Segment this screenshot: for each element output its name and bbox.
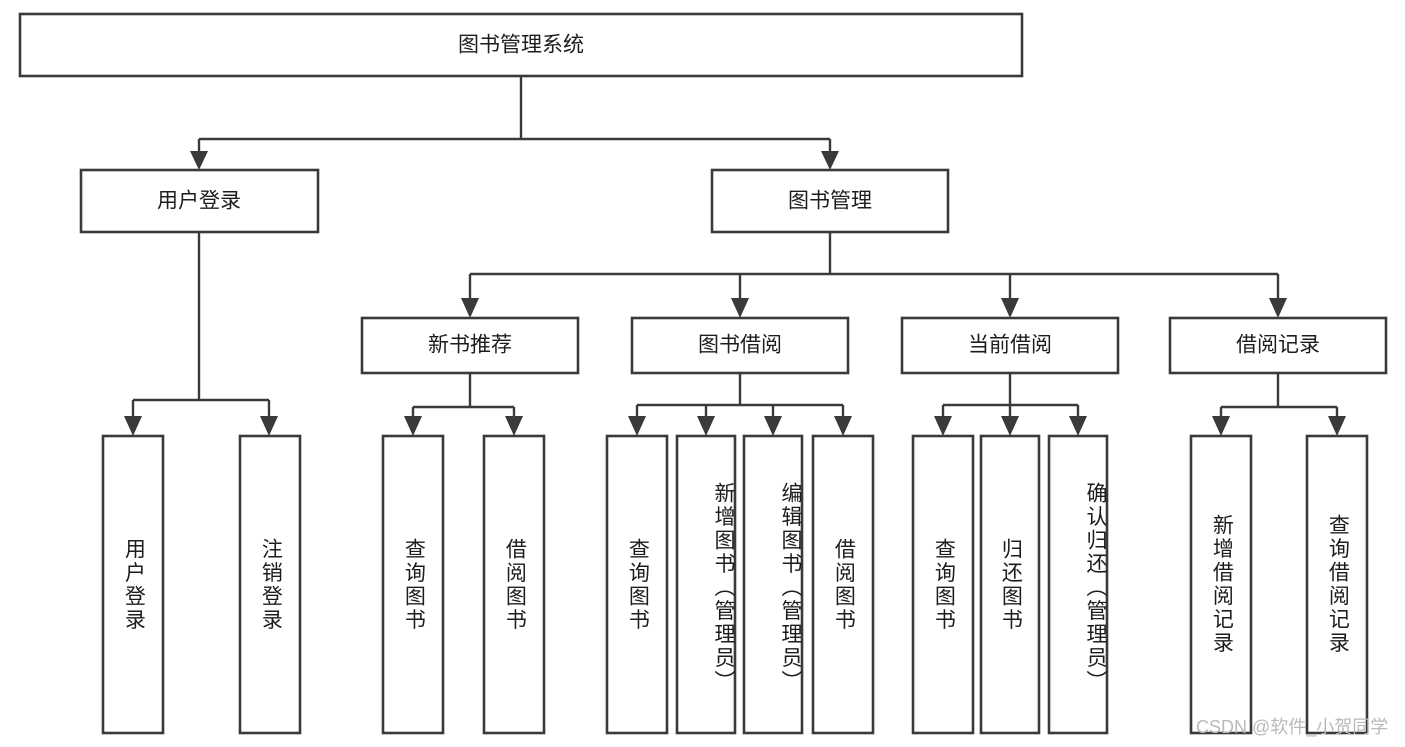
node-book-manage-box[interactable] [710, 168, 950, 234]
arrow-to-leaf-edit-book [764, 416, 782, 436]
arrow-to-leaf-user-login [124, 416, 142, 436]
node-leaf-user-login-box[interactable] [101, 434, 165, 735]
node-leaf-query-record-box[interactable] [1305, 434, 1369, 735]
arrow-to-leaf-borrow-book-1 [505, 416, 523, 436]
edge-group-borrow-record [1212, 373, 1346, 436]
node-leaf-add-record-box[interactable] [1189, 434, 1253, 735]
edge-group-new-book-rec [404, 373, 523, 436]
node-new-book-rec[interactable]: 新书推荐 [360, 316, 580, 375]
node-book-borrow[interactable]: 图书借阅 [630, 316, 850, 375]
arrow-to-book-manage [821, 151, 839, 170]
arrow-to-borrow-record [1269, 298, 1287, 318]
node-leaf-query-book-3-box[interactable] [911, 434, 975, 735]
node-book-borrow-label: 图书借阅 [698, 334, 782, 357]
arrow-to-leaf-confirm-return [1069, 416, 1087, 436]
node-leaf-add-book-box[interactable] [675, 434, 737, 735]
node-current-borrow-box[interactable] [900, 316, 1120, 375]
node-leaf-logout-box[interactable] [238, 434, 302, 735]
node-current-borrow[interactable]: 当前借阅 [900, 316, 1120, 375]
node-current-borrow-label: 当前借阅 [968, 334, 1052, 357]
leaf-boxes [101, 434, 1369, 735]
csdn-watermark: CSDN @软件_小贺同学 [1196, 717, 1389, 737]
node-root-label: 图书管理系统 [458, 34, 584, 57]
arrow-to-leaf-borrow-book-2 [834, 416, 852, 436]
node-borrow-record-box[interactable] [1168, 316, 1388, 375]
node-leaf-borrow-book-1-box[interactable] [482, 434, 546, 735]
edge-group-book-manage [461, 232, 1287, 318]
node-new-book-rec-label: 新书推荐 [428, 334, 512, 357]
node-leaf-borrow-book-2-box[interactable] [811, 434, 875, 735]
arrow-to-new-book-rec [461, 298, 479, 318]
edge-group-book-borrow [628, 373, 852, 436]
edge-group-user-login [124, 232, 278, 436]
node-root-box[interactable] [18, 12, 1024, 78]
node-user-login-box[interactable] [79, 168, 320, 234]
node-book-borrow-box[interactable] [630, 316, 850, 375]
node-leaf-return-book-box[interactable] [979, 434, 1041, 735]
node-book-manage-label: 图书管理 [788, 190, 872, 213]
arrow-to-leaf-add-record [1212, 416, 1230, 436]
node-leaf-confirm-return-box[interactable] [1047, 434, 1109, 735]
arrow-to-user-login [190, 151, 208, 170]
arrow-to-leaf-query-book-2 [628, 416, 646, 436]
arrow-to-leaf-query-record [1328, 416, 1346, 436]
node-borrow-record-label: 借阅记录 [1236, 334, 1320, 357]
node-leaf-query-book-2-box[interactable] [605, 434, 669, 735]
arrow-to-leaf-return-book [1001, 416, 1019, 436]
node-book-manage[interactable]: 图书管理 [710, 168, 950, 234]
edge-group-current-borrow [934, 373, 1087, 436]
arrow-to-book-borrow [731, 298, 749, 318]
arrow-to-leaf-query-book-3 [934, 416, 952, 436]
arrow-to-current-borrow [1001, 298, 1019, 318]
node-user-login[interactable]: 用户登录 [79, 168, 320, 234]
node-root[interactable]: 图书管理系统 [18, 12, 1024, 78]
node-leaf-edit-book-box[interactable] [742, 434, 804, 735]
edge-group-root [190, 76, 839, 170]
node-leaf-query-book-1-box[interactable] [381, 434, 445, 735]
node-borrow-record[interactable]: 借阅记录 [1168, 316, 1388, 375]
arrow-to-leaf-logout [260, 416, 278, 436]
node-new-book-rec-box[interactable] [360, 316, 580, 375]
node-user-login-label: 用户登录 [157, 190, 241, 213]
arrow-to-leaf-query-book-1 [404, 416, 422, 436]
arrow-to-leaf-add-book [697, 416, 715, 436]
